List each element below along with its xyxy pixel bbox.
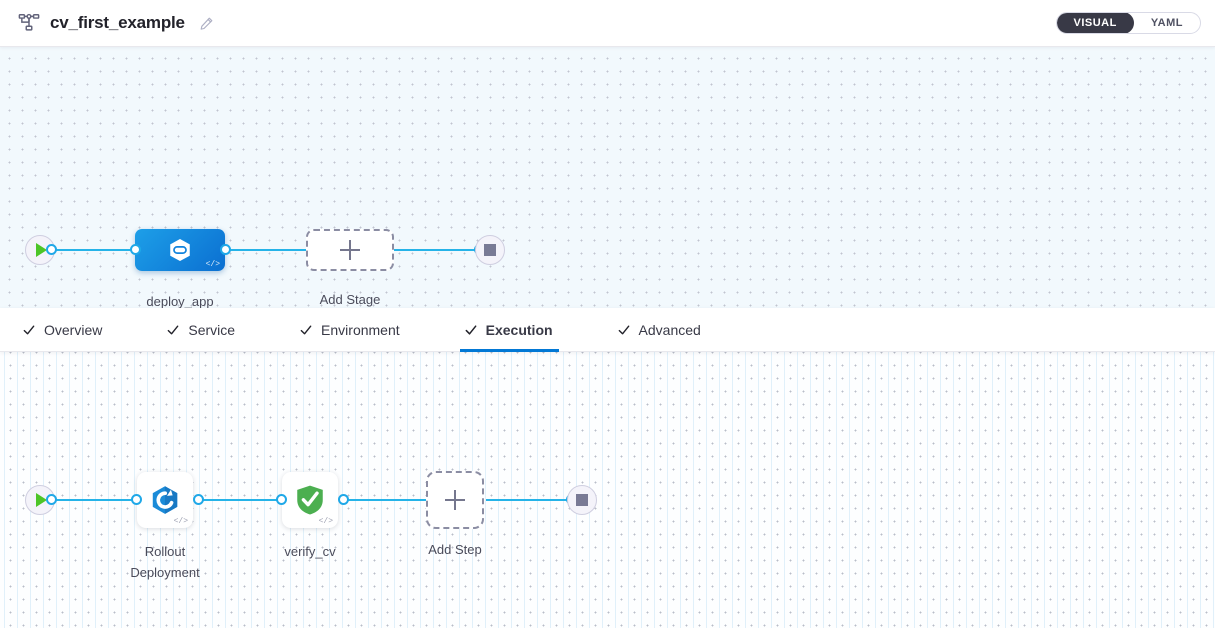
view-mode-toggle[interactable]: VISUAL YAML [1055, 12, 1201, 34]
stage-node-deploy-app[interactable]: </> [135, 229, 225, 271]
mode-option-visual[interactable]: VISUAL [1056, 13, 1134, 33]
port-exec-start-out[interactable] [46, 494, 57, 505]
k8s-rollout-deployment-icon [152, 486, 178, 514]
tab-label-execution: Execution [485, 321, 553, 338]
tab-label-overview: Overview [44, 321, 103, 338]
mode-option-yaml[interactable]: YAML [1150, 17, 1183, 29]
add-stage-label: Add Stage [319, 292, 381, 307]
port-verify-out[interactable] [338, 494, 349, 505]
code-badge-verify-cv: </> [318, 517, 333, 526]
tab-service[interactable]: Service [162, 308, 257, 351]
check-icon [300, 325, 312, 334]
stop-square-icon [484, 244, 496, 256]
tab-advanced[interactable]: Advanced [613, 308, 723, 351]
edge-add-step-to-end [486, 499, 574, 501]
edge-verify-to-add-step [340, 499, 428, 501]
port-verify-in[interactable] [276, 494, 287, 505]
tab-label-advanced: Advanced [638, 321, 701, 338]
tab-environment[interactable]: Environment [295, 308, 422, 351]
stage-config-tabs[interactable]: Overview Service Environment Execution A… [0, 308, 1215, 352]
add-step-label: Add Step [428, 542, 482, 557]
port-start-out[interactable] [46, 244, 57, 255]
check-icon [23, 325, 35, 334]
stage-graph-canvas[interactable]: </> deploy_app Add Stage [0, 47, 1215, 308]
port-rollout-out[interactable] [193, 494, 204, 505]
edge-add-stage-to-end [390, 249, 486, 251]
code-badge-deploy-app: </> [205, 260, 220, 269]
step-node-rollout-deployment[interactable]: </> [137, 472, 193, 528]
header-right-group: VISUAL YAML [1055, 12, 1201, 34]
execution-graph-canvas[interactable]: </> Rollout Deployment </> verify_cv Add… [0, 352, 1215, 628]
edge-deploy-app-to-add-stage [220, 249, 312, 251]
check-icon [465, 324, 477, 335]
pipeline-header: cv_first_example VISUAL YAML [0, 0, 1215, 47]
stop-square-icon [576, 494, 588, 506]
header-left-group: cv_first_example [18, 12, 214, 34]
port-deploy-app-out[interactable] [220, 244, 231, 255]
pencil-edit-icon[interactable] [195, 16, 214, 31]
page-title: cv_first_example [50, 13, 185, 32]
step-label-rollout-deployment: Rollout Deployment [130, 544, 200, 580]
step-label-verify-cv: verify_cv [284, 544, 336, 559]
tab-label-service: Service [188, 321, 236, 338]
edge-start-to-rollout [50, 499, 136, 501]
port-rollout-in[interactable] [131, 494, 142, 505]
step-node-verify-cv[interactable]: </> [282, 472, 338, 528]
check-icon [618, 325, 629, 334]
port-deploy-app-in[interactable] [130, 244, 141, 255]
code-badge-rollout-deployment: </> [173, 517, 188, 526]
tab-execution[interactable]: Execution [459, 308, 575, 352]
tab-overview[interactable]: Overview [18, 308, 124, 351]
green-shield-check-icon [297, 485, 323, 515]
play-icon [36, 493, 47, 507]
plus-icon [445, 490, 465, 510]
stage-label-deploy-app: deploy_app [146, 294, 214, 308]
execution-end-node[interactable] [567, 485, 597, 515]
add-stage-button[interactable] [306, 229, 394, 271]
pipeline-end-node[interactable] [475, 235, 505, 265]
play-icon [36, 243, 47, 257]
tab-label-environment: Environment [321, 321, 400, 338]
plus-icon [340, 240, 360, 260]
edge-start-to-deploy-app [50, 249, 140, 251]
add-step-button[interactable] [426, 471, 484, 529]
pipeline-flow-icon [18, 12, 40, 34]
edge-rollout-to-verify [196, 499, 282, 501]
check-icon [167, 325, 179, 334]
harness-deployment-hex-icon [170, 239, 190, 261]
